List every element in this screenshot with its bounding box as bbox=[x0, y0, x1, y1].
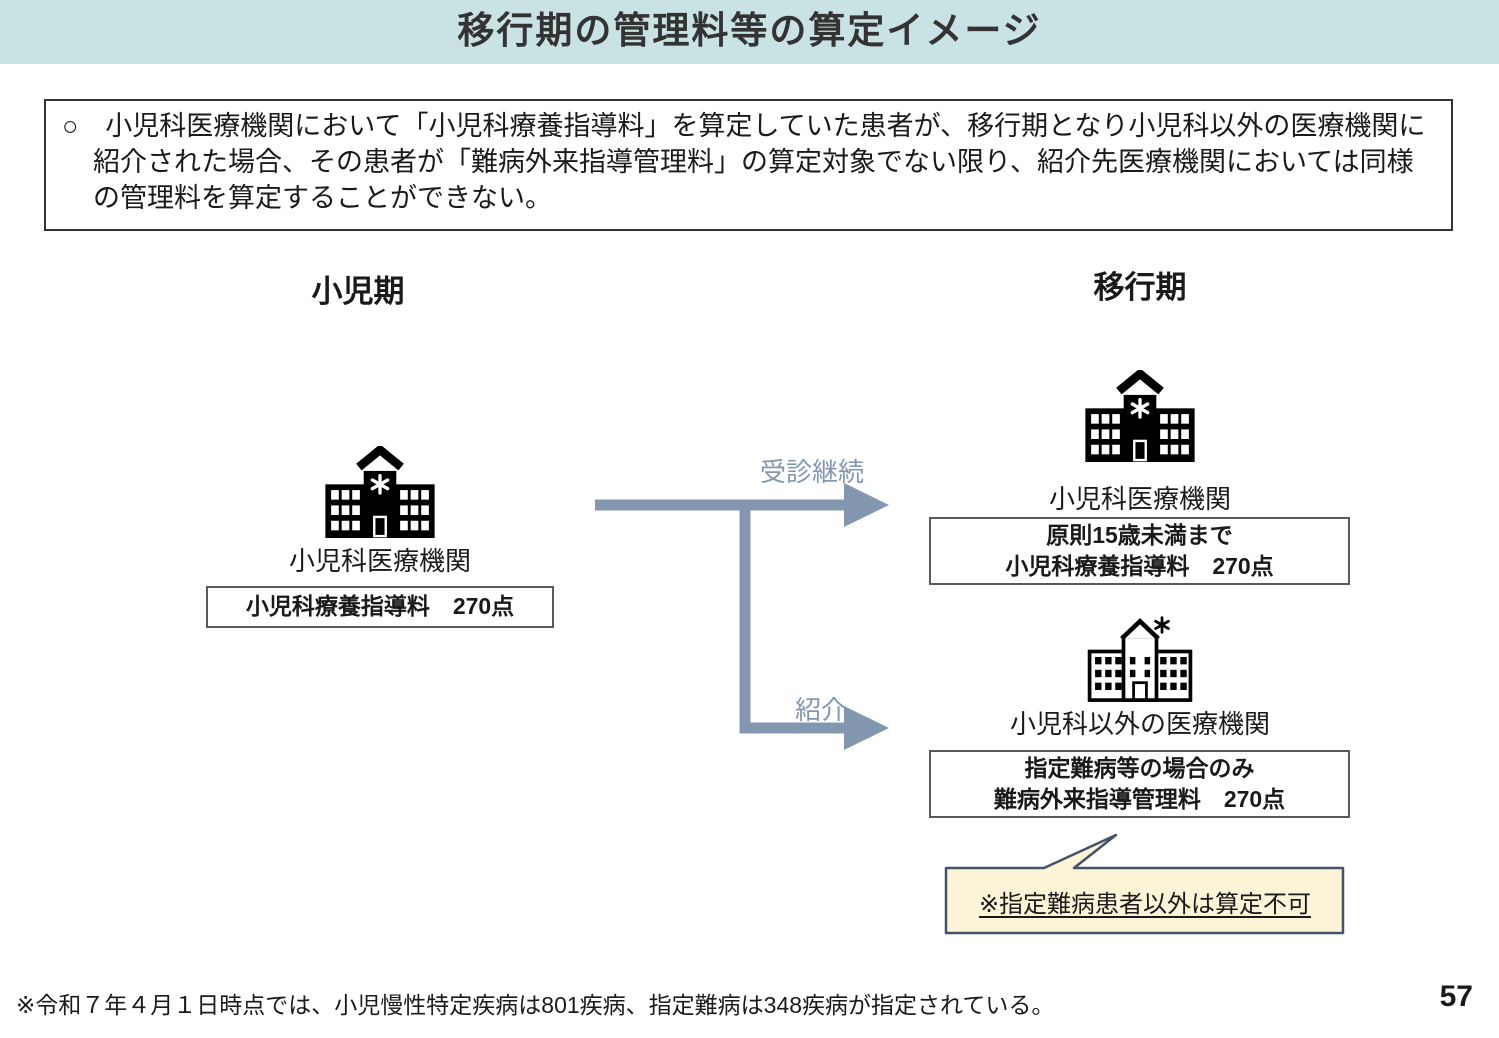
destination-top-fee-line2: 小児科療養指導料 270点 bbox=[1005, 553, 1274, 579]
destination-bottom-fee-line1: 指定難病等の場合のみ bbox=[1024, 754, 1255, 781]
flow-arrows bbox=[595, 483, 889, 750]
page-title: 移行期の管理料等の算定イメージ bbox=[457, 10, 1042, 51]
destination-top-hospital-label: 小児科医療機関 bbox=[1048, 484, 1231, 514]
callout-note-text: ※指定難病患者以外は算定不可 bbox=[978, 891, 1312, 918]
summary-text: ○ 小児科医療機関において「小児科療養指導料」を算定していた患者が、移行期となり… bbox=[62, 111, 1426, 213]
non-pediatric-hospital-icon bbox=[1085, 612, 1195, 702]
summary-box: ○ 小児科医療機関において「小児科療養指導料」を算定していた患者が、移行期となり… bbox=[44, 99, 1453, 231]
continue-visit-arrow-label: 受診継続 bbox=[760, 457, 865, 487]
title-band: 移行期の管理料等の算定イメージ bbox=[0, 0, 1499, 64]
referral-arrow-label: 紹介 bbox=[795, 695, 848, 725]
phase-label-pediatric-period: 小児期 bbox=[311, 274, 405, 309]
page-number: 57 bbox=[1439, 980, 1473, 1013]
destination-top-fee-line1: 原則15歳未満まで bbox=[1046, 521, 1233, 548]
destination-bottom-hospital-label: 小児科以外の医療機関 bbox=[1009, 709, 1270, 739]
phase-label-transition-period: 移行期 bbox=[1093, 270, 1187, 305]
source-hospital-label: 小児科医療機関 bbox=[288, 546, 471, 576]
pediatric-hospital-transition-icon bbox=[1082, 370, 1198, 462]
destination-top-fee-box: 原則15歳未満まで 小児科療養指導料 270点 bbox=[929, 517, 1350, 585]
pediatric-hospital-icon bbox=[322, 446, 438, 538]
source-fee-text: 小児科療養指導料 270点 bbox=[245, 593, 515, 620]
source-fee-box: 小児科療養指導料 270点 bbox=[206, 586, 554, 628]
callout-bubble bbox=[944, 833, 1345, 935]
destination-bottom-fee-line2: 難病外来指導管理料 270点 bbox=[993, 786, 1286, 812]
destination-bottom-fee-box: 指定難病等の場合のみ 難病外来指導管理料 270点 bbox=[929, 750, 1350, 818]
footnote: ※令和７年４月１日時点では、小児慢性特定疾病は801疾病、指定難病は348疾病が… bbox=[16, 992, 1055, 1018]
